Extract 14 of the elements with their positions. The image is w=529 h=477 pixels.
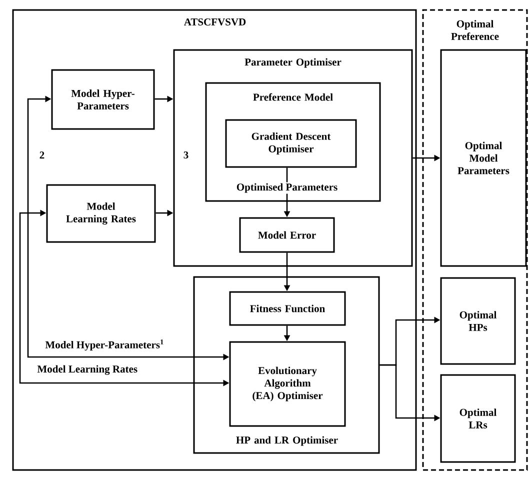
edge-label: Optimised Parameters bbox=[235, 182, 339, 194]
box: Model Learning Rates bbox=[46, 184, 156, 243]
edge-label: Model Hyper-Parameters$^{1}$ bbox=[44, 338, 166, 352]
step-number: 2 bbox=[40, 152, 44, 158]
edge-label: Model Learning Rates bbox=[36, 364, 139, 376]
box: Optimal HPs bbox=[440, 277, 516, 365]
box: Optimal LRs bbox=[440, 374, 516, 463]
box: Fitness Function bbox=[229, 291, 346, 326]
box: Optimal Model Parameters bbox=[440, 49, 527, 267]
box: Evolutionary Algorithm (EA) Optimiser bbox=[229, 341, 346, 427]
box: Model Error bbox=[239, 217, 335, 253]
step-number: 3 bbox=[184, 151, 188, 159]
box: Model Hyper-Parameters bbox=[51, 69, 155, 130]
box: Gradient Descent Optimiser bbox=[225, 119, 357, 168]
